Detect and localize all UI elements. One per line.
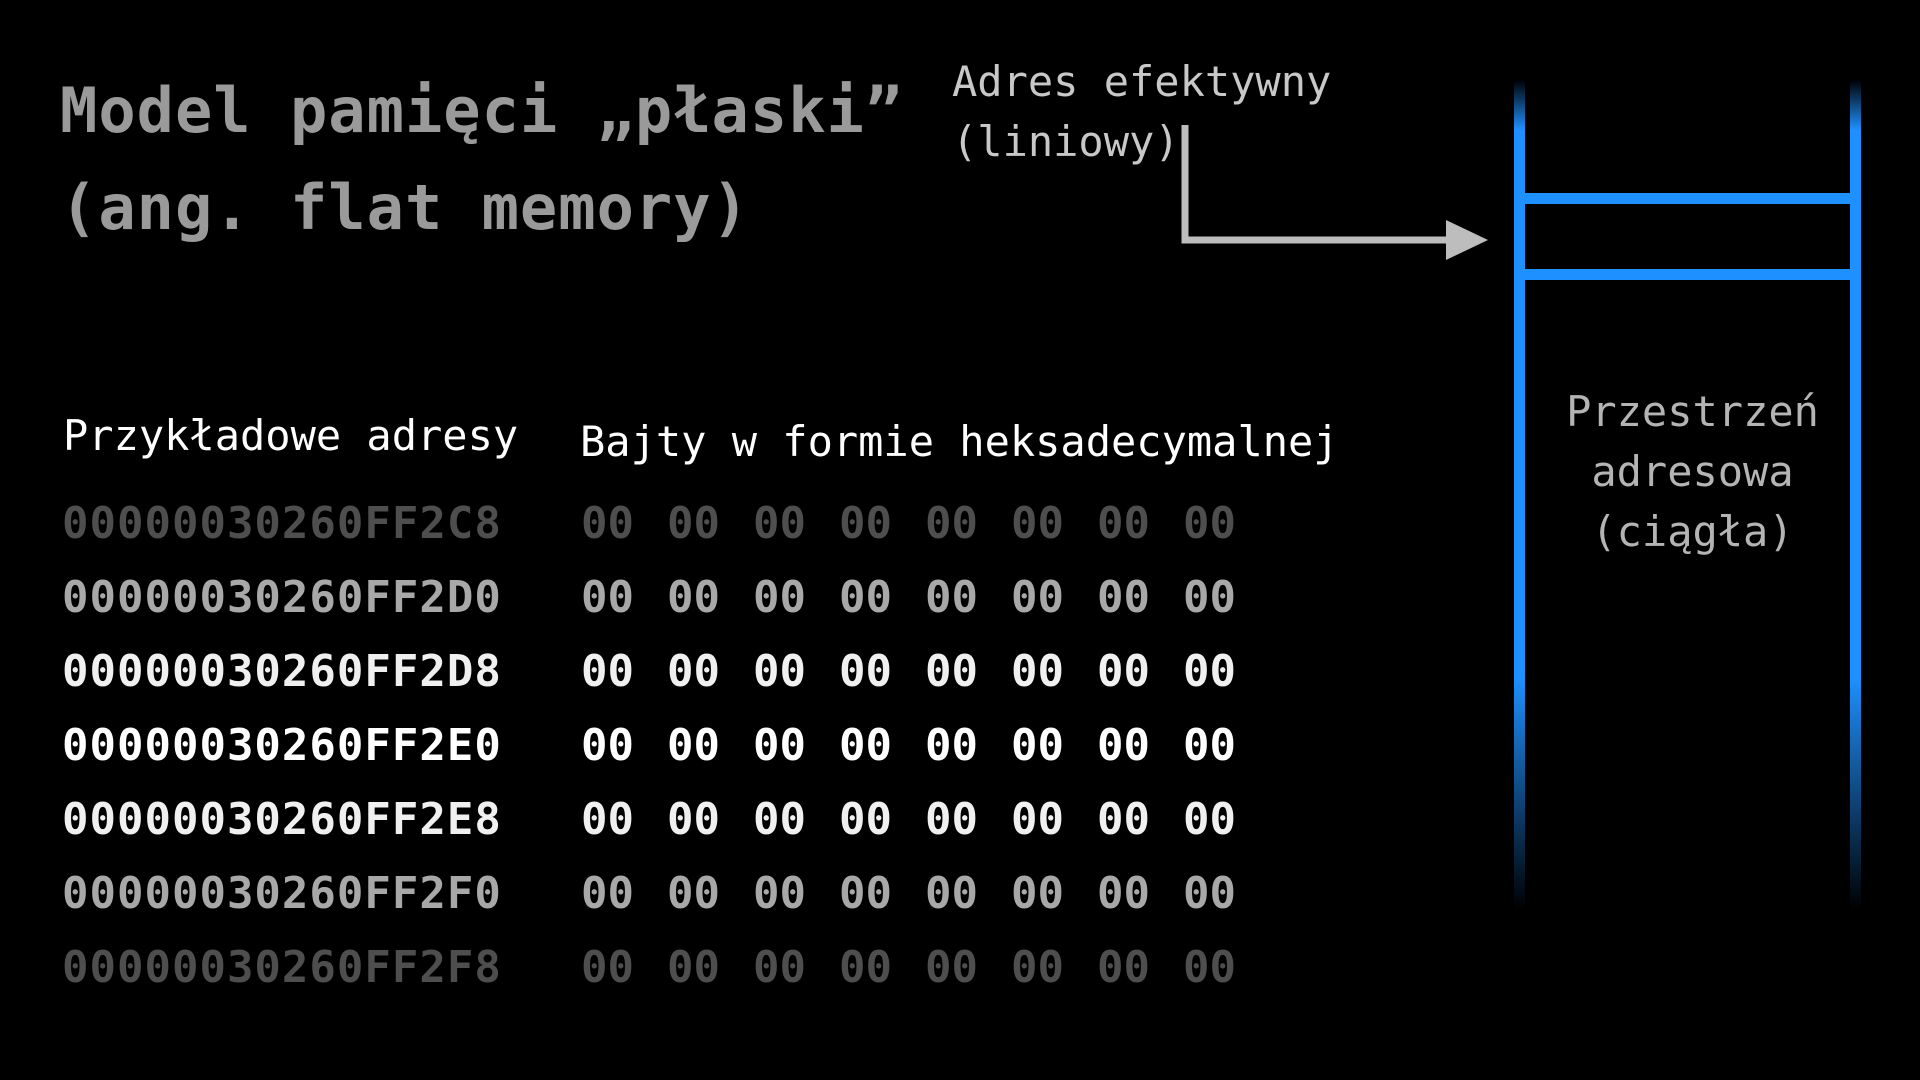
row-byte: 00 bbox=[753, 942, 806, 993]
row-byte: 00 bbox=[1183, 572, 1236, 623]
row-byte: 00 bbox=[1011, 646, 1064, 697]
row-byte: 00 bbox=[1011, 942, 1064, 993]
row-byte: 00 bbox=[1011, 794, 1064, 845]
row-address: 00000030260FF2E0 bbox=[62, 720, 502, 771]
row-byte: 00 bbox=[667, 794, 720, 845]
row-byte: 00 bbox=[839, 868, 892, 919]
row-byte: 00 bbox=[925, 572, 978, 623]
row-byte: 00 bbox=[1097, 646, 1150, 697]
row-byte: 00 bbox=[1183, 646, 1236, 697]
row-byte: 00 bbox=[839, 720, 892, 771]
row-byte: 00 bbox=[925, 942, 978, 993]
row-byte: 00 bbox=[581, 646, 634, 697]
row-address: 00000030260FF2F8 bbox=[62, 942, 502, 993]
row-byte: 00 bbox=[925, 794, 978, 845]
addresses-header: Przykładowe adresy bbox=[63, 411, 519, 460]
row-byte: 00 bbox=[753, 720, 806, 771]
row-byte: 00 bbox=[753, 868, 806, 919]
row-byte: 00 bbox=[667, 868, 720, 919]
row-byte: 00 bbox=[839, 572, 892, 623]
row-byte: 00 bbox=[1097, 572, 1150, 623]
effective-address-line-2: (liniowy) bbox=[952, 117, 1180, 166]
row-byte: 00 bbox=[753, 498, 806, 549]
row-byte: 00 bbox=[581, 868, 634, 919]
row-byte: 00 bbox=[1011, 720, 1064, 771]
address-space-line-3: (ciągła) bbox=[1591, 507, 1794, 556]
row-address: 00000030260FF2F0 bbox=[62, 868, 502, 919]
row-address: 00000030260FF2C8 bbox=[62, 498, 502, 549]
memory-cell-top-border bbox=[1514, 193, 1861, 204]
row-byte: 00 bbox=[581, 720, 634, 771]
row-address: 00000030260FF2D0 bbox=[62, 572, 502, 623]
row-byte: 00 bbox=[1183, 720, 1236, 771]
pointer-arrow-head bbox=[1446, 220, 1488, 260]
row-byte: 00 bbox=[667, 942, 720, 993]
row-byte: 00 bbox=[925, 868, 978, 919]
effective-address-label: Adres efektywny (liniowy) bbox=[952, 52, 1331, 172]
row-byte: 00 bbox=[1011, 498, 1064, 549]
row-byte: 00 bbox=[667, 572, 720, 623]
row-byte: 00 bbox=[581, 794, 634, 845]
pointer-arrow-line bbox=[1181, 125, 1460, 244]
pointer-arrow-icon bbox=[1181, 125, 1488, 260]
address-space-line-2: adresowa bbox=[1591, 447, 1794, 496]
address-space-right-rail bbox=[1850, 80, 1861, 910]
row-byte: 00 bbox=[925, 498, 978, 549]
row-byte: 00 bbox=[1097, 868, 1150, 919]
row-byte: 00 bbox=[753, 794, 806, 845]
row-byte: 00 bbox=[1183, 942, 1236, 993]
row-address: 00000030260FF2D8 bbox=[62, 646, 502, 697]
bytes-header: Bajty w formie heksadecymalnej bbox=[580, 417, 1339, 466]
row-byte: 00 bbox=[1097, 794, 1150, 845]
row-byte: 00 bbox=[839, 794, 892, 845]
address-space-line-1: Przestrzeń bbox=[1566, 387, 1819, 436]
title-line-2: (ang. flat memory) bbox=[60, 171, 750, 244]
row-byte: 00 bbox=[1183, 868, 1236, 919]
row-byte: 00 bbox=[667, 498, 720, 549]
title-line-1: Model pamięci „płaski” bbox=[60, 74, 904, 147]
address-space-label: Przestrzeń adresowa (ciągła) bbox=[1520, 382, 1865, 562]
row-address: 00000030260FF2E8 bbox=[62, 794, 502, 845]
row-byte: 00 bbox=[839, 646, 892, 697]
row-byte: 00 bbox=[753, 646, 806, 697]
address-space-diagram bbox=[1514, 80, 1861, 910]
row-byte: 00 bbox=[1097, 942, 1150, 993]
row-byte: 00 bbox=[667, 646, 720, 697]
row-byte: 00 bbox=[1183, 794, 1236, 845]
row-byte: 00 bbox=[839, 942, 892, 993]
row-byte: 00 bbox=[1097, 720, 1150, 771]
row-byte: 00 bbox=[581, 572, 634, 623]
memory-cell-bottom-border bbox=[1514, 269, 1861, 280]
effective-address-line-1: Adres efektywny bbox=[952, 57, 1332, 106]
row-byte: 00 bbox=[839, 498, 892, 549]
row-byte: 00 bbox=[1011, 868, 1064, 919]
address-space-left-rail bbox=[1514, 80, 1525, 910]
row-byte: 00 bbox=[581, 498, 634, 549]
row-byte: 00 bbox=[581, 942, 634, 993]
row-byte: 00 bbox=[1183, 498, 1236, 549]
row-byte: 00 bbox=[1097, 498, 1150, 549]
row-byte: 00 bbox=[925, 646, 978, 697]
page-title: Model pamięci „płaski” (ang. flat memory… bbox=[60, 62, 903, 256]
row-byte: 00 bbox=[925, 720, 978, 771]
row-byte: 00 bbox=[667, 720, 720, 771]
row-byte: 00 bbox=[1011, 572, 1064, 623]
row-byte: 00 bbox=[753, 572, 806, 623]
